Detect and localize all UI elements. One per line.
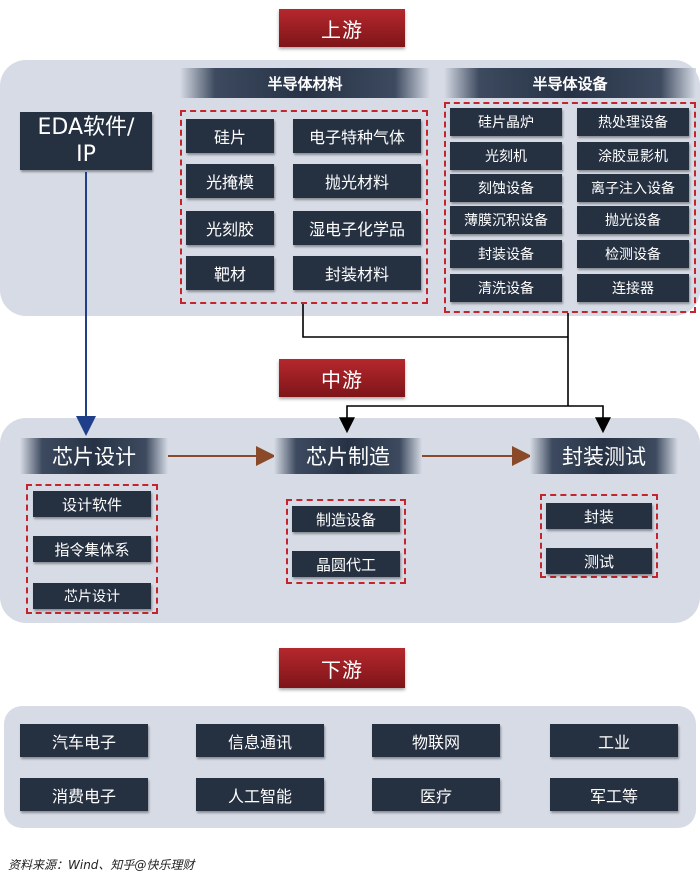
equipment-item: 抛光设备 bbox=[577, 206, 689, 234]
packaging-item: 封装 bbox=[546, 503, 652, 529]
downstream-item: 工业 bbox=[550, 724, 678, 757]
equipment-item: 封装设备 bbox=[450, 240, 562, 268]
to-packaging-arrow bbox=[568, 405, 611, 434]
equipment-group bbox=[444, 102, 696, 313]
manufacturing-item: 制造设备 bbox=[292, 506, 400, 532]
packaging-testing-header: 封装测试 bbox=[530, 438, 678, 474]
downstream-item: 人工智能 bbox=[196, 778, 324, 811]
materials-connector bbox=[302, 303, 568, 338]
chip-design-header: 芯片设计 bbox=[20, 438, 168, 474]
chip-manufacturing-header: 芯片制造 bbox=[274, 438, 422, 474]
design-item: 指令集体系 bbox=[33, 536, 151, 562]
downstream-item: 物联网 bbox=[372, 724, 500, 757]
material-item: 光刻胶 bbox=[186, 211, 274, 245]
material-item: 湿电子化学品 bbox=[293, 211, 421, 245]
eda-label: EDA软件/IP bbox=[37, 115, 135, 167]
equipment-item: 薄膜沉积设备 bbox=[450, 206, 562, 234]
to-manufacturing-arrow bbox=[339, 405, 568, 434]
design-item: 设计软件 bbox=[33, 491, 151, 517]
equipment-item: 涂胶显影机 bbox=[577, 142, 689, 170]
packaging-group bbox=[540, 494, 658, 578]
stage-upstream: 上游 bbox=[279, 9, 405, 47]
design-group bbox=[26, 484, 158, 614]
equipment-item: 刻蚀设备 bbox=[450, 174, 562, 202]
equipment-item: 硅片晶炉 bbox=[450, 108, 562, 136]
equipment-item: 光刻机 bbox=[450, 142, 562, 170]
equipment-item: 离子注入设备 bbox=[577, 174, 689, 202]
manufacturing-group bbox=[286, 499, 406, 584]
downstream-item: 信息通讯 bbox=[196, 724, 324, 757]
materials-header: 半导体材料 bbox=[180, 68, 430, 98]
equipment-item: 清洗设备 bbox=[450, 274, 562, 302]
equipment-item: 热处理设备 bbox=[577, 108, 689, 136]
material-item: 封装材料 bbox=[293, 256, 421, 290]
equipment-header: 半导体设备 bbox=[444, 68, 696, 98]
downstream-item: 汽车电子 bbox=[20, 724, 148, 757]
material-item: 电子特种气体 bbox=[293, 119, 421, 153]
materials-group bbox=[180, 110, 428, 304]
equipment-item: 检测设备 bbox=[577, 240, 689, 268]
material-item: 光掩模 bbox=[186, 164, 274, 198]
stage-downstream: 下游 bbox=[279, 648, 405, 688]
downstream-item: 医疗 bbox=[372, 778, 500, 811]
downstream-item: 消费电子 bbox=[20, 778, 148, 811]
downstream-item: 军工等 bbox=[550, 778, 678, 811]
material-item: 靶材 bbox=[186, 256, 274, 290]
material-item: 抛光材料 bbox=[293, 164, 421, 198]
eda-box: EDA软件/IP bbox=[20, 112, 152, 170]
design-item: 芯片设计 bbox=[33, 583, 151, 609]
equipment-item: 连接器 bbox=[577, 274, 689, 302]
stage-midstream: 中游 bbox=[279, 359, 405, 397]
packaging-item: 测试 bbox=[546, 548, 652, 574]
source-note: 资料来源：Wind、知乎@快乐理财 bbox=[8, 858, 195, 872]
material-item: 硅片 bbox=[186, 119, 274, 153]
manufacturing-item: 晶圆代工 bbox=[292, 551, 400, 577]
